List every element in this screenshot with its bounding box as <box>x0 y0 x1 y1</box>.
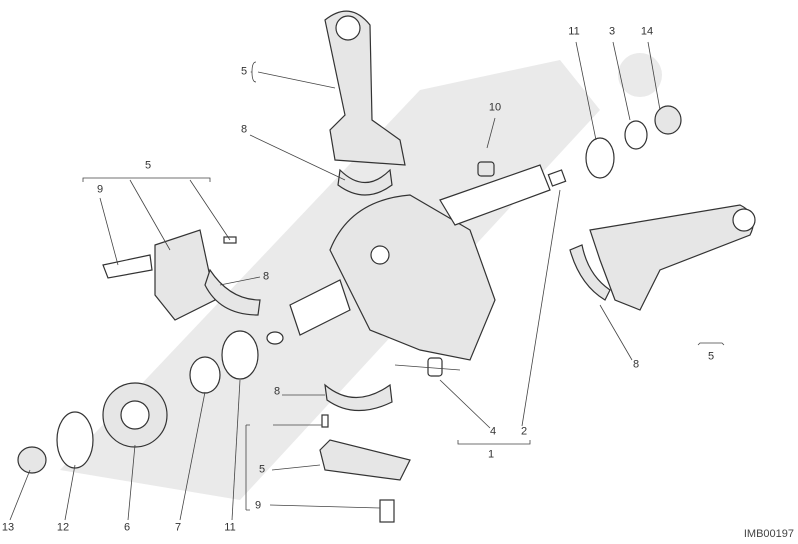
connecting-rod-right <box>569 204 756 311</box>
gear-assembly <box>17 330 284 474</box>
callout-9: 9 <box>96 183 104 196</box>
callout-11: 11 <box>224 521 236 534</box>
watermark-logo <box>60 53 662 500</box>
callout-8: 8 <box>273 385 281 398</box>
callout-5: 5 <box>707 350 715 363</box>
bearing-cap-left <box>102 229 261 321</box>
callout-12: 12 <box>56 521 70 534</box>
callout-8: 8 <box>632 358 640 371</box>
callout-4: 4 <box>489 425 497 438</box>
connecting-rod-top <box>324 10 406 196</box>
leader-lines <box>9 41 725 521</box>
callout-5: 5 <box>240 65 248 78</box>
callout-11: 11 <box>568 25 580 38</box>
bearing-cap-bottom <box>319 383 411 523</box>
callout-9: 9 <box>254 499 262 512</box>
callout-2: 2 <box>520 425 528 438</box>
callout-10: 10 <box>488 101 502 114</box>
crankshaft <box>289 164 567 377</box>
callout-6: 6 <box>123 521 131 534</box>
callout-5: 5 <box>144 159 152 172</box>
callout-3: 3 <box>608 25 616 38</box>
callout-8: 8 <box>262 270 270 283</box>
callout-1: 1 <box>487 448 495 461</box>
callout-13: 13 <box>1 521 15 534</box>
washers-right <box>477 105 682 179</box>
image-code: IMB00197 <box>743 528 794 540</box>
callout-8: 8 <box>240 123 248 136</box>
callout-5: 5 <box>258 463 266 476</box>
callout-7: 7 <box>174 521 182 534</box>
callout-14: 14 <box>640 25 654 38</box>
